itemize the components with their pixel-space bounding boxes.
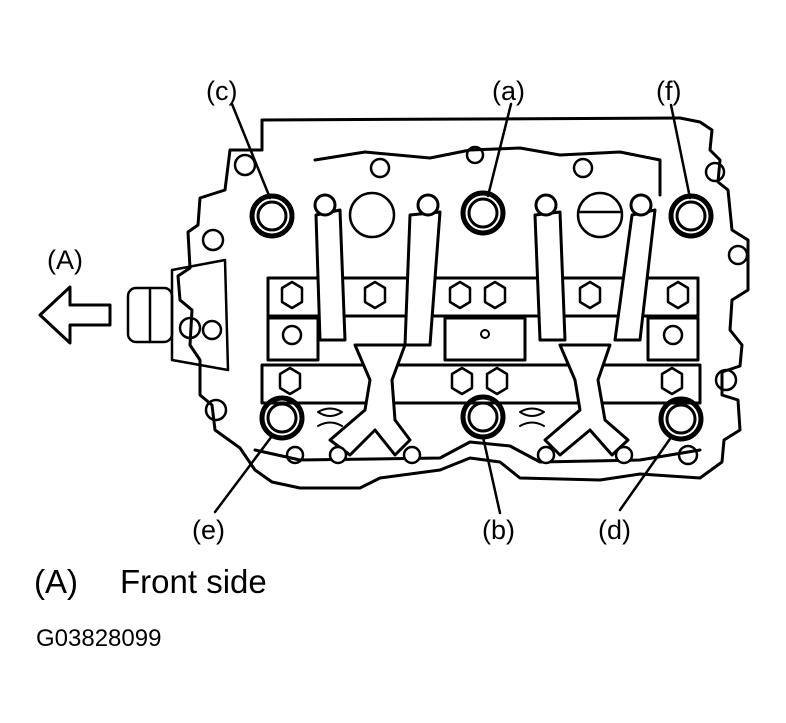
head-bolt-e <box>259 395 305 441</box>
legend-key: (A) <box>34 563 78 600</box>
callout-b: (b) <box>482 515 515 545</box>
front-arrow-icon <box>38 285 112 345</box>
head-bolt-a <box>460 190 506 236</box>
leader-a <box>486 102 513 198</box>
left-bridge <box>266 316 320 362</box>
head-bolt-f <box>668 193 714 239</box>
callout-e: (e) <box>192 515 225 545</box>
figure-code: G03828099 <box>36 625 162 652</box>
casting-holes <box>201 145 749 466</box>
adjuster-nuts <box>328 445 634 465</box>
rocker-arms-upper <box>313 193 657 347</box>
cylinder-head-outline <box>176 116 750 490</box>
rocker-arms-lower <box>328 343 630 457</box>
leader-b <box>481 435 502 515</box>
head-bolt-c <box>249 193 295 239</box>
callout-c: (c) <box>206 76 238 106</box>
valve-springs <box>348 191 624 239</box>
head-bolt-d <box>658 396 704 442</box>
leader-f <box>669 103 692 200</box>
leader-c <box>230 102 272 200</box>
leader-d <box>618 434 674 512</box>
lower-springs <box>317 407 545 427</box>
inner-housing-top <box>313 146 662 197</box>
callout-f: (f) <box>656 76 682 106</box>
head-bolt-b <box>460 394 506 440</box>
callout-a: (a) <box>492 76 525 106</box>
leader-lines <box>213 102 692 515</box>
right-bridge <box>646 316 700 362</box>
legend-text: Front side <box>120 563 267 600</box>
legend: (A) Front side <box>34 562 267 602</box>
cam-hub <box>126 258 230 372</box>
shaft-bolts <box>278 280 690 396</box>
callout-front-A: (A) <box>47 245 83 275</box>
leader-e <box>213 434 274 514</box>
callout-d: (d) <box>598 515 631 545</box>
top-edge <box>260 116 682 122</box>
